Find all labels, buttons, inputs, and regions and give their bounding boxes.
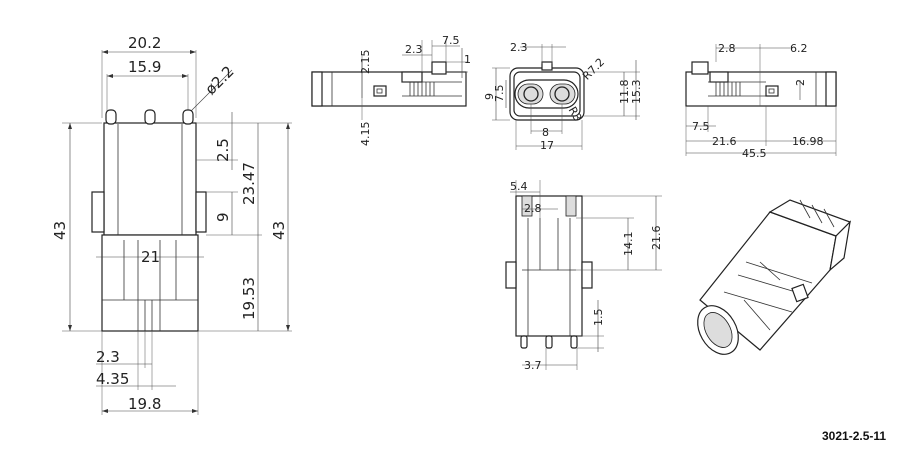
- ev-dim-8: 8: [542, 126, 549, 139]
- rear-view: 5.4 2.8 14.1 21.6 1.5 3.7: [505, 180, 663, 372]
- dim-pin-diameter: ø2.2: [202, 62, 238, 98]
- dim-pin-offset-2: 4.35: [96, 370, 129, 388]
- rv-dim-2-8: 2.8: [524, 202, 542, 215]
- rv-dim-21-6: 21.6: [650, 226, 663, 251]
- rs-dim-6-2: 6.2: [790, 42, 808, 55]
- ev-dim-17: 17: [540, 139, 554, 152]
- rv-dim-5-4: 5.4: [510, 180, 528, 193]
- ev-dim-r3: R3: [566, 105, 585, 124]
- front-view: 20.2 15.9 ø2.2 43 21: [51, 34, 292, 415]
- dim-pin-length: 2.5: [214, 138, 232, 162]
- dim-inner-width: 15.9: [128, 58, 161, 76]
- right-side-view: 2.8 6.2 2 7.5 21.6 16.98 45.5: [685, 42, 837, 160]
- left-side-ribs: [409, 82, 435, 96]
- rs-dim-21-6: 21.6: [712, 135, 737, 148]
- ls-dim-7-5: 7.5: [442, 34, 460, 47]
- isometric-view: [697, 199, 852, 355]
- ls-dim-2-15: 2.15: [359, 50, 372, 75]
- ev-dim-2-3: 2.3: [510, 41, 528, 54]
- ev-dim-15-3: 15.3: [630, 80, 643, 105]
- left-side-view: 2.15 4.15 2.3 7.5 1: [311, 34, 471, 147]
- dim-pin-offset-1: 2.3: [96, 348, 120, 366]
- ls-dim-4-15: 4.15: [359, 122, 372, 147]
- part-number: 3021-2.5-11: [822, 429, 886, 443]
- rv-dim-14-1: 14.1: [622, 232, 635, 257]
- rv-dim-1-5: 1.5: [592, 309, 605, 327]
- dim-bottom-width: 19.8: [128, 395, 161, 413]
- dim-latch-height: 9: [214, 212, 232, 222]
- ev-dim-11-8: 11.8: [618, 80, 631, 105]
- rs-dim-2-8: 2.8: [718, 42, 736, 55]
- end-view: 2.3 R7.2 R3 9 7.5 11.8 15.3 8 17: [483, 41, 643, 152]
- rs-dim-2: 2: [794, 79, 807, 86]
- dim-lower-height: 19.53: [240, 277, 258, 320]
- ev-dim-7-5: 7.5: [493, 85, 506, 103]
- rs-dim-7-5: 7.5: [692, 120, 710, 133]
- ls-dim-2-3: 2.3: [405, 43, 423, 56]
- dim-mid-width: 21: [141, 248, 160, 266]
- rs-dim-16-98: 16.98: [792, 135, 824, 148]
- dim-top-width: 20.2: [128, 34, 161, 52]
- ev-dim-r7-2: R7.2: [580, 56, 607, 83]
- right-side-ribs: [715, 82, 741, 96]
- dim-upper-height: 23.47: [240, 162, 258, 205]
- rv-dim-3-7: 3.7: [524, 359, 542, 372]
- dim-overall-height-right: 43: [270, 221, 288, 240]
- ev-dim-9: 9: [483, 93, 496, 100]
- dim-overall-height-left: 43: [51, 221, 69, 240]
- rs-dim-45-5: 45.5: [742, 147, 767, 160]
- ls-dim-1: 1: [464, 53, 471, 66]
